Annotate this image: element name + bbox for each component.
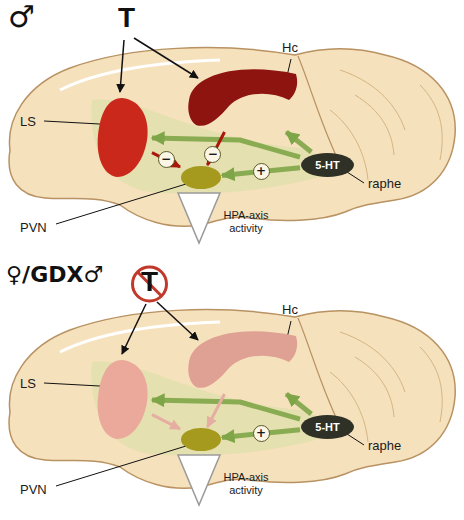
output-label: HPA-axis activity (216, 471, 276, 497)
septum-region: LS (92, 95, 152, 180)
region-fill (98, 360, 148, 439)
transmitter-label: 5-HT (315, 159, 339, 172)
nucleus-shape (181, 166, 221, 189)
region-shape (185, 62, 300, 132)
region-shape (92, 357, 152, 442)
nucleus-shape (181, 428, 221, 451)
hormone-arrow (157, 302, 198, 340)
region-label: LS (20, 376, 36, 392)
region-fill (188, 69, 297, 126)
bottom-panel (9, 310, 455, 505)
effect-sign: − (204, 146, 221, 163)
effect-sign: + (253, 425, 270, 442)
region-shape (92, 95, 152, 180)
sex-symbol: ♂ (8, 2, 35, 32)
top-panel (9, 48, 455, 243)
pvn-nucleus: PVN (180, 165, 222, 190)
projection-arrow (152, 415, 180, 429)
pvn-nucleus: PVN (180, 427, 222, 452)
output-label: HPA-axis activity (216, 209, 276, 235)
region-label: Hc (282, 302, 298, 318)
region-shape (180, 165, 222, 190)
region-fill (188, 331, 297, 388)
hippocampus-region: Hc (185, 324, 300, 394)
group-label: ♀/GDX♂ (6, 264, 103, 286)
region-label: raphe (368, 438, 401, 454)
projection-arrow (152, 400, 300, 419)
septum-region: LS (92, 357, 152, 442)
effect-sign: + (253, 163, 270, 180)
hormone-arrow (120, 40, 124, 92)
region-label: LS (20, 114, 36, 130)
region-label: PVN (20, 220, 47, 236)
effect-sign: − (158, 151, 175, 168)
region-label: raphe (368, 176, 401, 192)
region-shape (180, 427, 222, 452)
nucleus-shape (301, 415, 354, 439)
region-shape (185, 324, 300, 394)
region-label: Hc (282, 40, 298, 56)
region-fill (98, 98, 148, 177)
region-label: PVN (20, 482, 47, 498)
projection-arrow (286, 394, 311, 414)
hormone-arrow (122, 304, 146, 354)
prohibition-circle (133, 267, 167, 301)
raphe-nucleus: 5-HTraphe (300, 152, 355, 178)
projection-arrow (207, 394, 224, 427)
hormone-label: T (141, 268, 158, 296)
raphe-nucleus: 5-HTraphe (300, 414, 355, 440)
projection-arrow (286, 132, 311, 152)
transmitter-label: 5-HT (315, 421, 339, 434)
hormone-arrow (134, 38, 198, 78)
hormone-label: T (118, 4, 135, 32)
hippocampus-region: Hc (185, 62, 300, 132)
projection-arrow (152, 138, 300, 157)
nucleus-shape (301, 153, 354, 177)
